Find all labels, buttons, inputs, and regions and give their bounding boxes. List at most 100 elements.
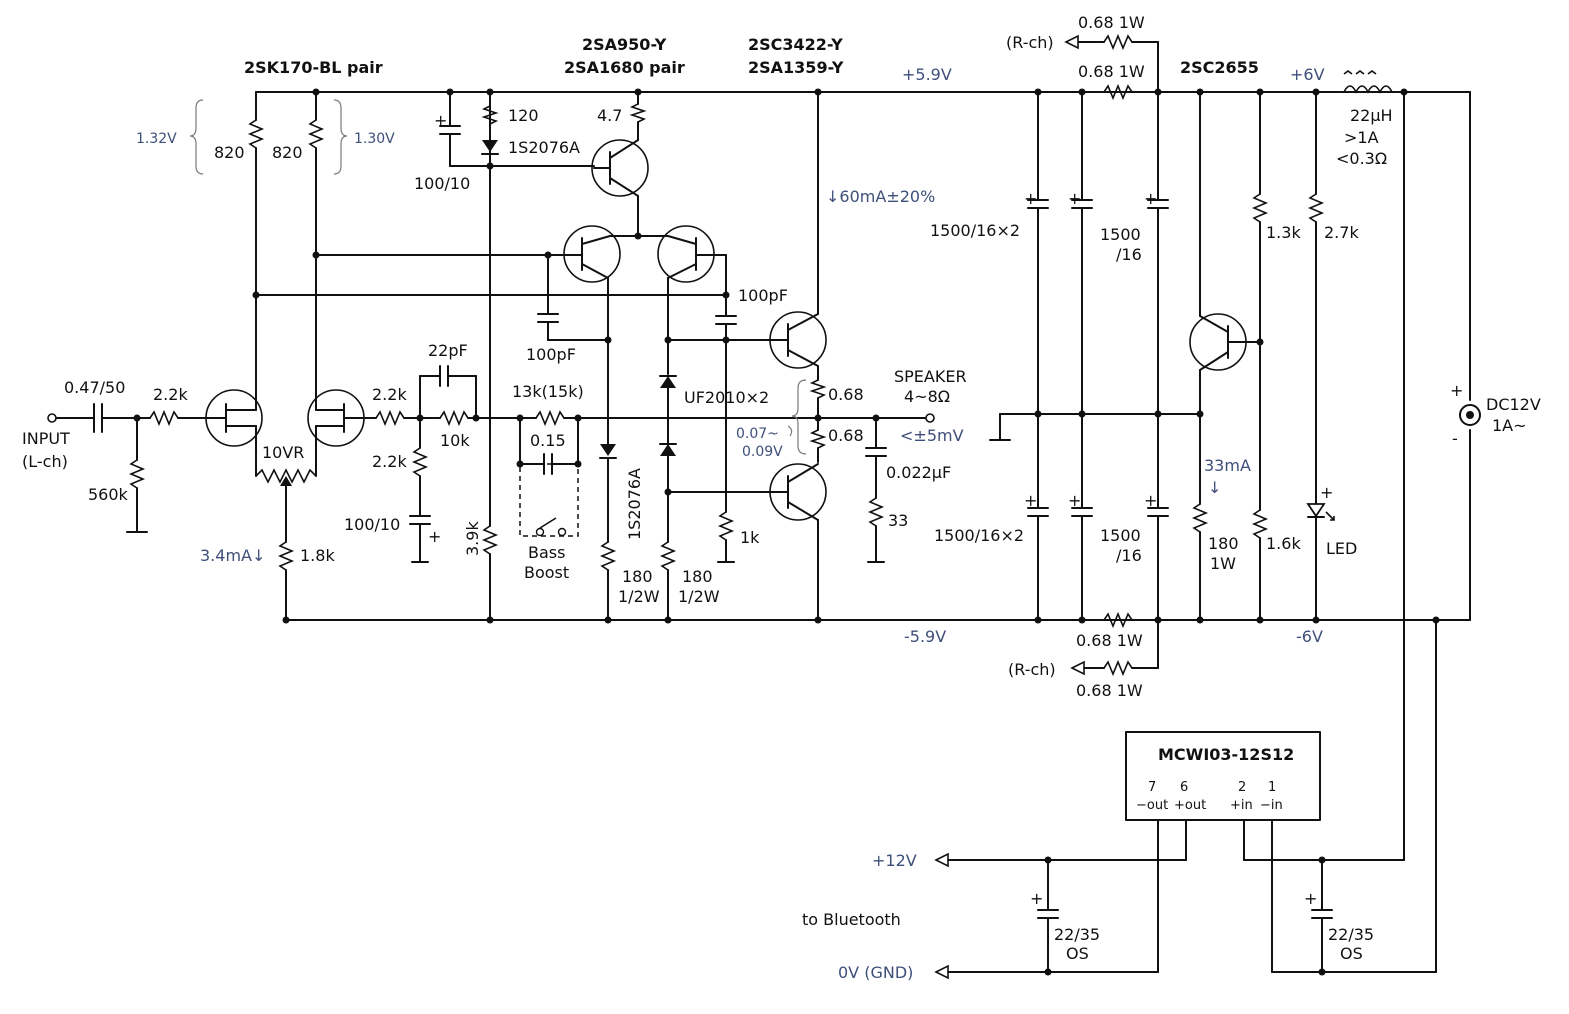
plus-sign: + bbox=[1304, 889, 1317, 908]
label-neg-rail: -5.9V bbox=[904, 627, 946, 646]
transistor-regulator bbox=[1189, 313, 1261, 371]
label-cap-os-right-2: OS bbox=[1340, 944, 1363, 963]
transistor-current-source bbox=[591, 139, 649, 197]
plus-sign: + bbox=[1068, 491, 1081, 510]
label-inductor-2: >1A bbox=[1344, 128, 1379, 147]
label-input-1: INPUT bbox=[22, 429, 70, 448]
label-pnp-pair-1: 2SA950-Y bbox=[582, 35, 667, 54]
dcdc-converter bbox=[1125, 731, 1321, 821]
label-neg-supply: -6V bbox=[1296, 627, 1323, 646]
label-vr: 10VR bbox=[262, 443, 304, 462]
label-reg-current: 33mA bbox=[1204, 456, 1251, 475]
label-to-bt: to Bluetooth bbox=[802, 910, 901, 929]
label-c-top: 100/10 bbox=[414, 174, 470, 193]
label-r-source: 1.8k bbox=[300, 546, 335, 565]
label-rch-top: (R-ch) bbox=[1006, 33, 1054, 52]
label-c-bulk-top-b2: /16 bbox=[1116, 245, 1142, 264]
label-r-emitter: 4.7 bbox=[597, 106, 622, 125]
plus-sign: + bbox=[1320, 483, 1333, 502]
label-pin2: 2 bbox=[1238, 780, 1246, 795]
label-reg-transistor: 2SC2655 bbox=[1180, 58, 1259, 77]
label-c-bulk-bot: 1500/16×2 bbox=[934, 526, 1024, 545]
label-dc-2: 1A~ bbox=[1492, 416, 1527, 435]
label-current-source: 3.4mA↓ bbox=[200, 546, 265, 565]
label-r-share-top1: 0.68 1W bbox=[1078, 13, 1145, 32]
label-bass-boost-2: Boost bbox=[524, 563, 569, 582]
label-c-bulk-top-b1: 1500 bbox=[1100, 225, 1141, 244]
label-v12: +12V bbox=[872, 851, 917, 870]
label-cap-os-right-1: 22/35 bbox=[1328, 925, 1374, 944]
label-r-zobel: 33 bbox=[888, 511, 908, 530]
label-r-input: 2.2k bbox=[153, 385, 188, 404]
label-r-180b-2: 1/2W bbox=[678, 587, 720, 606]
plus-sign: + bbox=[1068, 189, 1081, 208]
label-inductor-3: <0.3Ω bbox=[1336, 149, 1387, 168]
label-cap-os-left-2: OS bbox=[1066, 944, 1089, 963]
label-bass-boost-1: Bass bbox=[528, 543, 565, 562]
label-c-miller-l: 100pF bbox=[526, 345, 576, 364]
label-r-180a-2: 1/2W bbox=[618, 587, 660, 606]
plus-sign: + bbox=[1024, 189, 1037, 208]
label-dc-1: DC12V bbox=[1486, 395, 1541, 414]
label-c-zobel: 0.022μF bbox=[886, 463, 951, 482]
label-led: LED bbox=[1326, 539, 1357, 558]
label-jfet-pair: 2SK170-BL pair bbox=[244, 58, 383, 77]
label-r-drain-right: 820 bbox=[272, 143, 303, 162]
jfet-left bbox=[205, 389, 263, 447]
label-pin7-name: −out bbox=[1136, 798, 1168, 813]
label-r-drain-left: 820 bbox=[214, 143, 245, 162]
label-r-180-2: 1W bbox=[1210, 554, 1236, 573]
label-out-pair-1: 2SC3422-Y bbox=[748, 35, 843, 54]
label-r-fb2: 10k bbox=[440, 431, 470, 450]
plus-sign: + bbox=[428, 527, 441, 546]
label-pin2-name: +in bbox=[1230, 798, 1253, 813]
label-r-share-bot1: 0.68 1W bbox=[1076, 631, 1143, 650]
label-r-1-6k: 1.6k bbox=[1266, 534, 1301, 553]
label-reg-arrow: ↓ bbox=[1208, 478, 1221, 497]
label-pin6: 6 bbox=[1180, 780, 1188, 795]
label-idle-current: ↓60mA±20% bbox=[826, 187, 935, 206]
label-dc-minus: - bbox=[1452, 429, 1458, 448]
label-c-bulk-bot-b2: /16 bbox=[1116, 546, 1142, 565]
label-diodes: UF2010×2 bbox=[684, 388, 769, 407]
label-c-input: 0.47/50 bbox=[64, 378, 125, 397]
label-r-share-bot2: 0.68 1W bbox=[1076, 681, 1143, 700]
label-pin1-name: −in bbox=[1260, 798, 1283, 813]
label-r-ground-in: 560k bbox=[88, 485, 129, 504]
label-r-180b-1: 180 bbox=[682, 567, 713, 586]
label-out-pair-2: 2SA1359-Y bbox=[748, 58, 844, 77]
label-pin1: 1 bbox=[1268, 780, 1276, 795]
label-offset: <±5mV bbox=[900, 426, 964, 445]
label-r-top: 120 bbox=[508, 106, 539, 125]
label-gnd: 0V (GND) bbox=[838, 963, 913, 982]
label-pin6-name: +out bbox=[1174, 798, 1206, 813]
label-c-miller-r: 100pF bbox=[738, 286, 788, 305]
label-dcdc-title: MCWI03-12S12 bbox=[1158, 745, 1294, 764]
label-v-drain-right: 1.30V bbox=[354, 131, 395, 147]
label-r-2-7k: 2.7k bbox=[1324, 223, 1359, 242]
label-c-bulk-top: 1500/16×2 bbox=[930, 221, 1020, 240]
label-dc-plus: + bbox=[1450, 381, 1463, 400]
label-r-share-top2: 0.68 1W bbox=[1078, 62, 1145, 81]
label-input-2: (L-ch) bbox=[22, 452, 68, 471]
label-diode-mid: 1S2076A bbox=[625, 468, 644, 540]
label-r-fb3: 2.2k bbox=[372, 452, 407, 471]
plus-sign: + bbox=[1030, 889, 1043, 908]
label-r-1k: 1k bbox=[740, 528, 760, 547]
label-r-nfb: 13k(15k) bbox=[512, 382, 584, 401]
input-terminal bbox=[47, 403, 211, 533]
label-pin7: 7 bbox=[1148, 780, 1156, 795]
label-r-bias: 3.9k bbox=[463, 521, 482, 556]
transistor-output-pnp bbox=[667, 463, 827, 521]
plus-sign: + bbox=[434, 111, 447, 130]
label-speaker-2: 4~8Ω bbox=[904, 387, 950, 406]
label-pos-rail: +5.9V bbox=[902, 65, 952, 84]
transistor-output-npn bbox=[769, 311, 827, 369]
plus-sign: + bbox=[1144, 491, 1157, 510]
label-r-1-3k: 1.3k bbox=[1266, 223, 1301, 242]
plus-sign: + bbox=[1144, 189, 1157, 208]
label-c-fb-dc: 100/10 bbox=[344, 515, 400, 534]
label-v-emit-2: 0.09V bbox=[742, 444, 783, 460]
label-rch-bot: (R-ch) bbox=[1008, 660, 1056, 679]
